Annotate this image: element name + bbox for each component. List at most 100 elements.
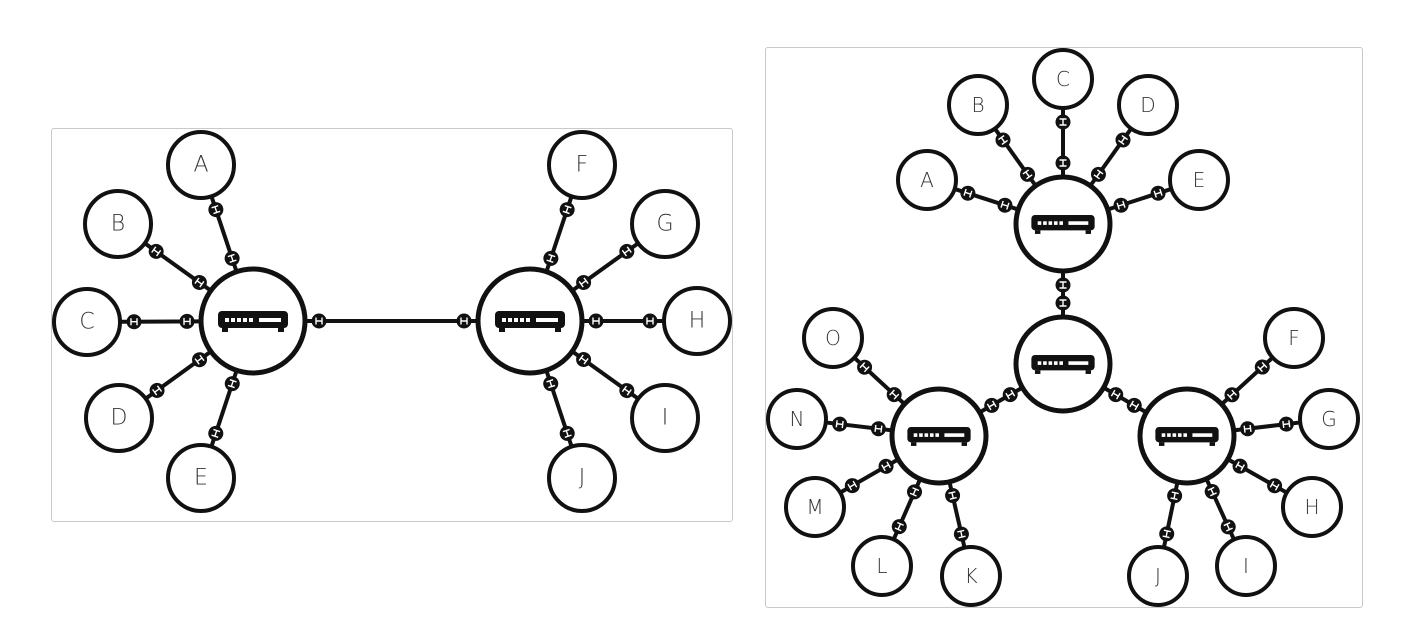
right-hub-top[interactable]	[1013, 174, 1113, 274]
ethernet-port-icon	[1108, 387, 1124, 403]
node-label: H	[1304, 495, 1319, 519]
ethernet-port-icon	[543, 250, 559, 266]
left-node-e[interactable]: E	[166, 443, 236, 513]
ethernet-port-icon	[559, 202, 575, 218]
left-node-a[interactable]: A	[166, 130, 236, 200]
ethernet-port-icon	[1224, 387, 1240, 403]
network-switch-icon	[907, 426, 971, 446]
ethernet-port-icon	[945, 487, 961, 503]
right-node-g[interactable]: G	[1298, 388, 1360, 450]
ethernet-port-icon	[576, 352, 592, 368]
ethernet-port-icon	[870, 421, 886, 437]
ethernet-port-icon	[832, 416, 848, 432]
node-label: E	[194, 466, 208, 491]
right-node-n[interactable]: N	[766, 388, 828, 450]
left-node-i[interactable]: I	[630, 383, 700, 453]
ethernet-port-icon	[126, 314, 142, 330]
node-label: C	[79, 310, 94, 335]
left-node-j[interactable]: J	[547, 443, 617, 513]
right-hub-left[interactable]	[889, 386, 989, 486]
ethernet-port-icon	[224, 250, 240, 266]
right-node-e[interactable]: E	[1168, 149, 1230, 211]
node-label: L	[876, 554, 887, 578]
ethernet-port-icon	[179, 313, 195, 329]
right-node-d[interactable]: D	[1117, 74, 1179, 136]
ethernet-port-icon	[1055, 277, 1071, 293]
ethernet-port-icon	[1278, 416, 1294, 432]
node-label: G	[656, 212, 673, 237]
node-label: K	[964, 564, 977, 588]
node-label: B	[111, 212, 125, 237]
right-node-h[interactable]: H	[1281, 476, 1343, 538]
right-node-o[interactable]: O	[802, 307, 864, 369]
ethernet-port-icon	[1090, 166, 1106, 182]
ethernet-port-icon	[619, 243, 635, 259]
right-node-i[interactable]: I	[1215, 535, 1277, 597]
ethernet-port-icon	[878, 458, 894, 474]
left-node-h[interactable]: H	[662, 286, 732, 356]
ethernet-port-icon	[456, 313, 472, 329]
ethernet-port-icon	[1240, 421, 1256, 437]
left-node-g[interactable]: G	[630, 189, 700, 259]
node-label: N	[790, 407, 805, 431]
ethernet-port-icon	[995, 132, 1011, 148]
ethernet-port-icon	[907, 484, 923, 500]
right-node-k[interactable]: K	[940, 545, 1002, 607]
node-label: I	[1243, 554, 1249, 578]
network-switch-icon	[218, 311, 288, 332]
ethernet-port-icon	[960, 185, 976, 201]
ethernet-port-icon	[984, 397, 1000, 413]
ethernet-port-icon	[224, 376, 240, 392]
node-label: C	[1056, 67, 1070, 91]
right-hub-center[interactable]	[1013, 314, 1113, 414]
node-label: F	[1288, 326, 1300, 350]
ethernet-port-icon	[953, 526, 969, 542]
left-node-c[interactable]: C	[52, 287, 122, 357]
node-label: G	[1321, 407, 1337, 431]
left-node-f[interactable]: F	[547, 130, 617, 200]
ethernet-port-icon	[1232, 458, 1248, 474]
ethernet-port-icon	[576, 274, 592, 290]
ethernet-port-icon	[1055, 114, 1071, 130]
right-node-a[interactable]: A	[896, 149, 958, 211]
diagram-panel-left	[51, 128, 733, 522]
node-label: F	[576, 153, 589, 178]
right-hub-right[interactable]	[1137, 386, 1237, 486]
left-node-d[interactable]: D	[84, 383, 154, 453]
right-node-j[interactable]: J	[1127, 545, 1189, 607]
ethernet-port-icon	[588, 313, 604, 329]
node-label: M	[806, 495, 823, 519]
node-label: D	[111, 406, 128, 431]
node-label: A	[193, 153, 208, 178]
right-node-l[interactable]: L	[851, 535, 913, 597]
ethernet-port-icon	[857, 359, 873, 375]
right-node-m[interactable]: M	[784, 476, 846, 538]
right-node-f[interactable]: F	[1263, 307, 1325, 369]
ethernet-port-icon	[1159, 526, 1175, 542]
network-switch-icon	[1031, 214, 1095, 234]
ethernet-port-icon	[891, 519, 907, 535]
port-layer	[126, 114, 1294, 542]
ethernet-port-icon	[1113, 197, 1129, 213]
node-label: J	[1155, 564, 1161, 588]
ethernet-port-icon	[1126, 397, 1142, 413]
ethernet-port-icon	[192, 352, 208, 368]
left-hub-1[interactable]	[198, 266, 308, 376]
ethernet-port-icon	[311, 313, 327, 329]
ethernet-port-icon	[1220, 519, 1236, 535]
ethernet-port-icon	[1115, 132, 1131, 148]
network-switch-icon	[495, 311, 565, 332]
ethernet-port-icon	[148, 243, 164, 259]
ethernet-port-icon	[149, 382, 165, 398]
ethernet-port-icon	[208, 425, 224, 441]
left-hub-2[interactable]	[475, 266, 585, 376]
right-node-b[interactable]: B	[947, 74, 1009, 136]
left-node-b[interactable]: B	[83, 189, 153, 259]
right-node-c[interactable]: C	[1032, 48, 1094, 110]
ethernet-port-icon	[1204, 484, 1220, 500]
ethernet-port-icon	[886, 387, 902, 403]
ethernet-port-icon	[1167, 488, 1183, 504]
ethernet-port-icon	[1254, 359, 1270, 375]
